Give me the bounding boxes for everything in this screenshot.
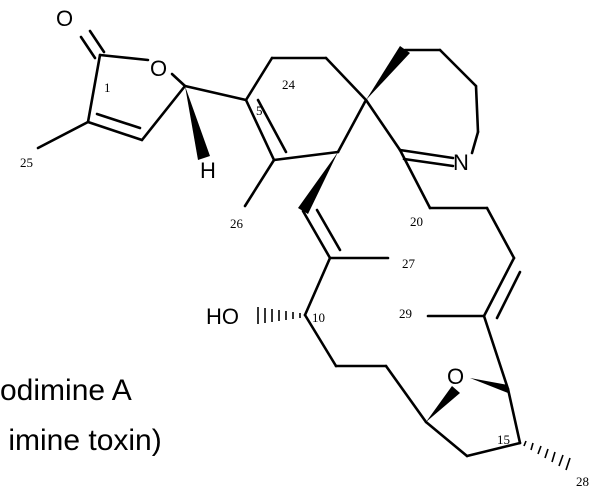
c-wedge (298, 152, 338, 214)
hash-bond-c15 (523, 440, 571, 471)
hydroxyl-label: HO (206, 304, 239, 329)
caption-line-2: imine toxin) (0, 424, 162, 457)
piperideine-ring (364, 46, 480, 168)
h-wedge (185, 86, 210, 160)
caption-line-1: odimine A (0, 374, 132, 407)
ether-wedge-right (470, 378, 508, 393)
c26-label: 26 (230, 216, 244, 231)
c1-label: 1 (104, 80, 111, 95)
butenolide-ring (36, 29, 248, 160)
hash-bond-c10 (257, 307, 301, 324)
c24-label: 24 (282, 77, 296, 92)
c5-label: 5 (256, 103, 263, 118)
hydrogen-label: H (200, 158, 216, 183)
c29-label: 29 (399, 306, 412, 321)
ether-oxygen-label: O (447, 364, 464, 389)
c27-label: 27 (402, 256, 416, 271)
cyclohexene-ring (243, 56, 368, 208)
c28-label: 28 (576, 474, 589, 489)
c25-label: 25 (20, 155, 33, 170)
carbonyl-oxygen-label: O (56, 6, 73, 31)
ether-wedge-left (426, 386, 460, 422)
spiro-wedge (366, 46, 410, 100)
macrocycle (257, 148, 571, 471)
ring-oxygen-label: O (150, 56, 167, 81)
c20-label: 20 (410, 214, 423, 229)
c15-label: 15 (497, 432, 510, 447)
nitrogen-label: N (453, 150, 469, 175)
c10-label: 10 (312, 310, 325, 325)
